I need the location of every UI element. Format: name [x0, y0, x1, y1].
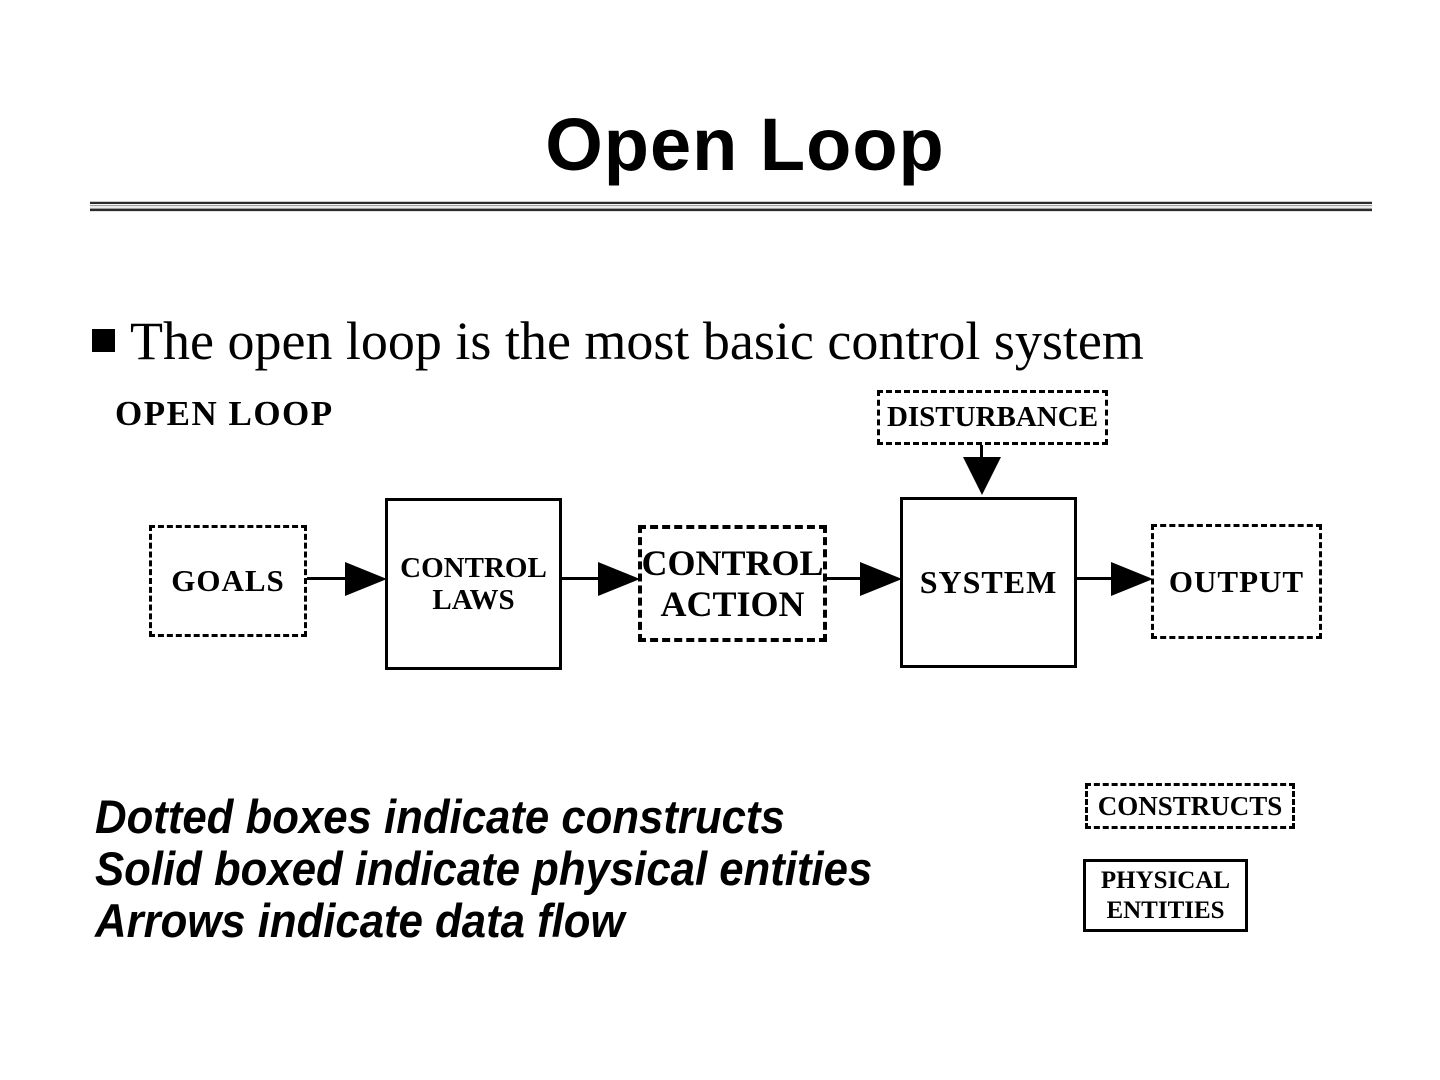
legend-key-constructs-label: CONSTRUCTS — [1097, 790, 1283, 821]
bullet-text: The open loop is the most basic control … — [130, 311, 1144, 371]
title-underline-rule — [90, 201, 1372, 212]
node-control-laws-line2: LAWS — [432, 584, 515, 616]
slide-title: Open Loop — [545, 103, 945, 186]
bullet-marker — [92, 329, 115, 352]
arrow-head-icon — [1111, 562, 1153, 596]
legend-note-dotted: Dotted boxes indicate constructs — [95, 790, 785, 843]
node-system-label: SYSTEM — [919, 564, 1058, 600]
legend-notes: Dotted boxes indicate constructs Solid b… — [95, 791, 872, 947]
legend-key-physical-line1: PHYSICAL — [1100, 866, 1231, 894]
arrow-control-action-to-system — [827, 562, 902, 596]
node-control-action-line1: CONTROL — [641, 543, 824, 584]
node-control-laws: CONTROL LAWS — [385, 498, 562, 670]
diagram-heading: OPEN LOOP — [115, 394, 334, 433]
node-control-action-line2: ACTION — [660, 583, 805, 624]
node-output-label: OUTPUT — [1168, 563, 1305, 599]
arrow-stem — [827, 577, 866, 580]
legend-key-physical-entities: PHYSICAL ENTITIES — [1083, 859, 1248, 932]
arrow-head-icon — [963, 457, 1001, 495]
arrow-head-icon — [860, 562, 902, 596]
legend-note-solid: Solid boxed indicate physical entities — [95, 842, 873, 895]
arrow-stem — [562, 577, 604, 580]
arrow-goals-to-control-laws — [307, 562, 387, 596]
node-control-action: CONTROL ACTION — [638, 525, 827, 642]
node-disturbance: DISTURBANCE — [877, 390, 1108, 445]
arrow-disturbance-to-system — [963, 445, 1001, 495]
legend-key-physical-label: PHYSICAL ENTITIES — [1101, 866, 1230, 926]
legend-note-arrows: Arrows indicate data flow — [95, 894, 625, 947]
node-control-action-label: CONTROL ACTION — [641, 543, 823, 624]
legend-key-constructs: CONSTRUCTS — [1085, 783, 1295, 829]
arrow-system-to-output — [1077, 562, 1153, 596]
node-goals: GOALS — [149, 525, 307, 637]
arrow-stem — [980, 445, 983, 463]
arrow-stem — [1077, 577, 1117, 580]
arrow-head-icon — [598, 562, 640, 596]
node-goals-label: GOALS — [171, 563, 285, 598]
arrow-stem — [307, 577, 351, 580]
node-system: SYSTEM — [900, 497, 1077, 668]
node-control-laws-line1: CONTROL — [400, 551, 547, 584]
node-control-laws-label: CONTROL LAWS — [400, 552, 547, 617]
arrow-head-icon — [345, 562, 387, 596]
legend-key-physical-line2: ENTITIES — [1106, 896, 1225, 924]
arrow-control-laws-to-control-action — [562, 562, 640, 596]
node-disturbance-label: DISTURBANCE — [886, 401, 1099, 433]
node-output: OUTPUT — [1151, 524, 1322, 639]
